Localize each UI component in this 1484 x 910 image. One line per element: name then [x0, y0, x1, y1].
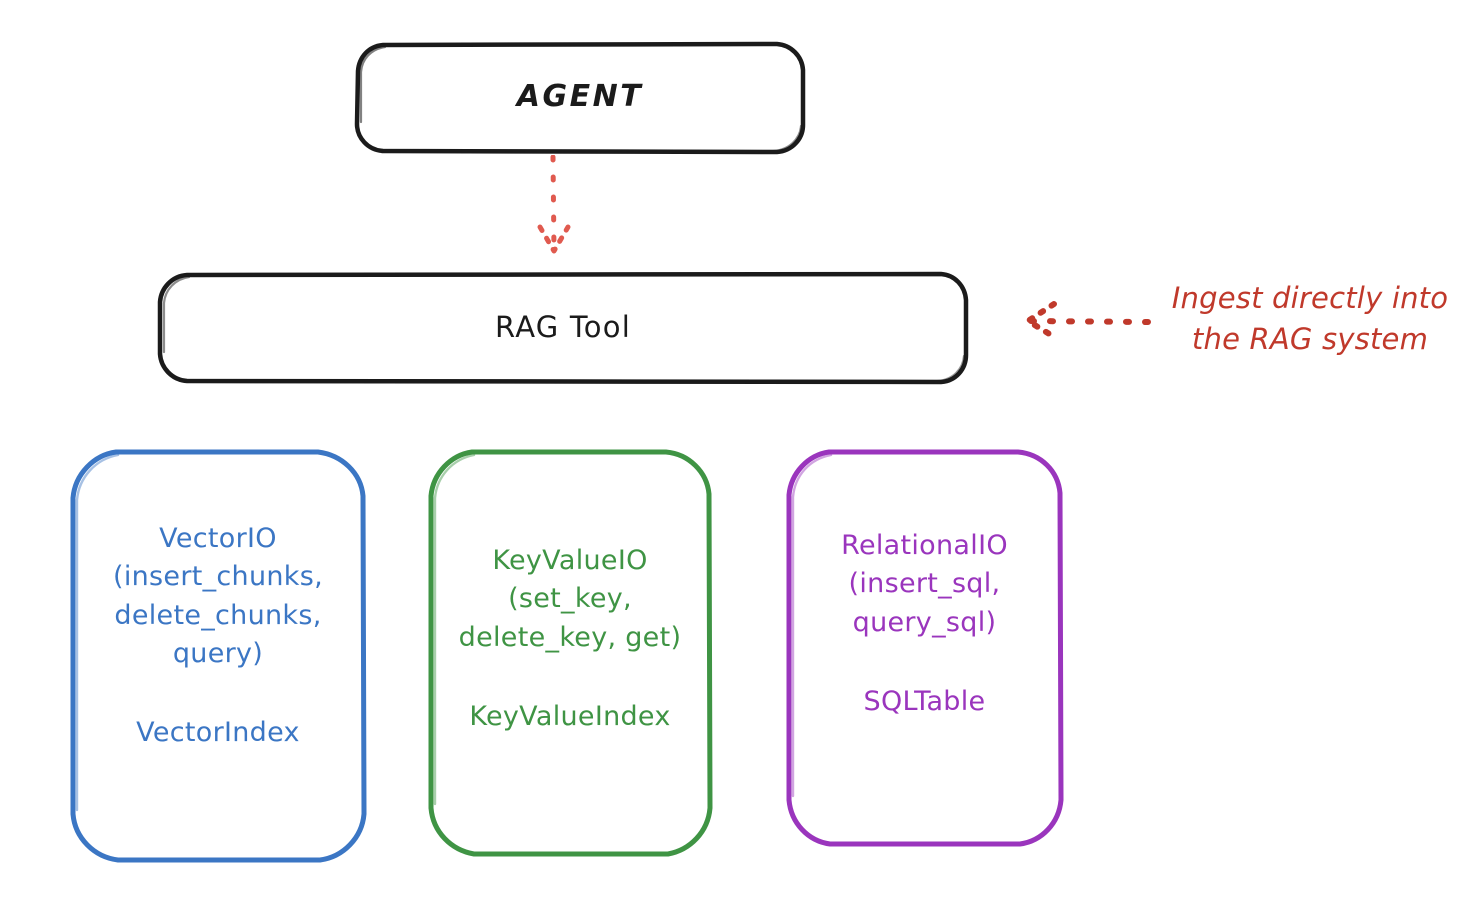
key-value-io-sub-label: KeyValueIndex	[469, 700, 671, 732]
ingest-arrow-icon	[1025, 301, 1151, 341]
vector-io-content: VectorIO (insert_chunks, delete_chunks, …	[103, 520, 333, 748]
agent-node[interactable]: AGENT	[353, 40, 807, 155]
vector-io-sub-label: VectorIndex	[136, 717, 300, 749]
key-value-io-label: KeyValueIO (set_key, delete_key, get)	[458, 545, 682, 653]
relational-io-content: RelationalIO (insert_sql, query_sql) SQL…	[831, 527, 1018, 717]
relational-io-sub-label: SQLTable	[863, 685, 986, 717]
agent-node-label: AGENT	[516, 79, 644, 115]
vector-io-label: VectorIO (insert_chunks, delete_chunks, …	[113, 522, 323, 669]
key-value-io-content: KeyValueIO (set_key, delete_key, get) Ke…	[449, 542, 692, 732]
key-value-io-node[interactable]: KeyValueIO (set_key, delete_key, get) Ke…	[426, 448, 714, 858]
relational-io-node[interactable]: RelationalIO (insert_sql, query_sql) SQL…	[784, 448, 1065, 848]
vector-io-node[interactable]: VectorIO (insert_chunks, delete_chunks, …	[68, 448, 368, 864]
rag-tool-node-label: RAG Tool	[495, 310, 631, 345]
rag-tool-node[interactable]: RAG Tool	[155, 270, 971, 385]
relational-io-label: RelationalIO (insert_sql, query_sql)	[841, 530, 1008, 638]
agent-to-rag-tool-arrow	[537, 155, 571, 254]
ingest-annotation-text: Ingest directly into the RAG system	[1171, 281, 1449, 357]
